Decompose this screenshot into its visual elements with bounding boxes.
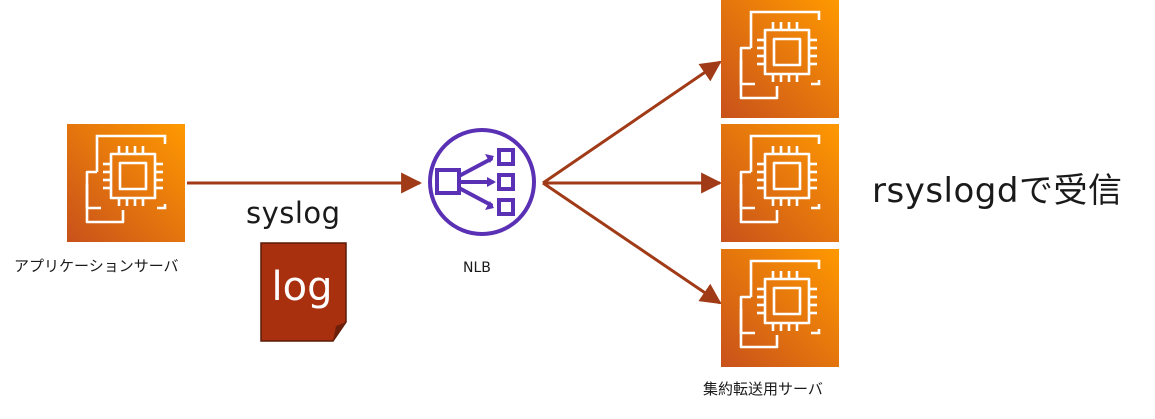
- rsyslogd-receive-label: rsyslogdで受信: [872, 171, 1123, 211]
- arrow-nlb-to-server-top: [542, 60, 722, 185]
- nlb-icon: [428, 128, 536, 236]
- app-server-label: アプリケーションサーバ: [14, 257, 179, 275]
- nlb-label: NLB: [463, 260, 491, 276]
- arrow-nlb-to-server-bottom: [542, 181, 722, 305]
- aggregation-server-2-ec2-icon: [719, 122, 841, 244]
- app-server-ec2-icon: [65, 122, 187, 244]
- log-file-text: log: [272, 264, 333, 310]
- syslog-protocol-label: syslog: [246, 196, 341, 230]
- aggregation-server-1-ec2-icon: [719, 0, 841, 120]
- aggregation-servers-label: 集約転送用サーバ: [703, 380, 823, 398]
- aggregation-server-3-ec2-icon: [719, 247, 841, 369]
- log-file-icon: log: [260, 242, 347, 342]
